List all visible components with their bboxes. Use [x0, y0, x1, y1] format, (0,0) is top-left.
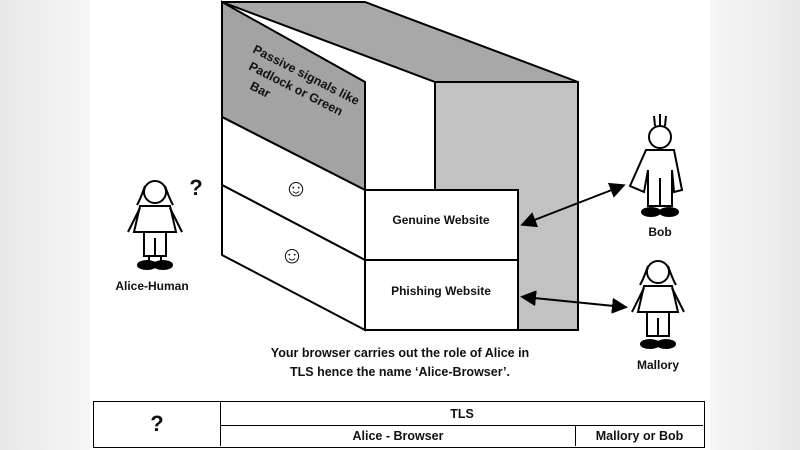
phishing-website-box [364, 259, 519, 331]
mallory-label: Mallory [637, 358, 679, 372]
browser-box: Passive signals like Padlock or Green Ba… [221, 0, 579, 332]
alice-human-figure [127, 180, 183, 270]
table-alice-browser-cell: Alice - Browser [221, 426, 576, 446]
lower-smiley-icon: ☺ [280, 242, 305, 269]
bob-figure [628, 114, 684, 217]
right-background-fade [710, 0, 800, 450]
genuine-website-box [364, 189, 519, 261]
upper-smiley-icon: ☺ [284, 175, 309, 202]
table-tls-header: TLS [221, 402, 703, 426]
caption-line2: TLS hence the name ‘Alice-Browser’. [290, 365, 510, 379]
phishing-website-label: Phishing Website [391, 284, 491, 298]
mallory-figure [631, 260, 685, 349]
table-question-cell: ? [94, 402, 221, 446]
left-background-fade [0, 0, 90, 450]
caption-line1: Your browser carries out the role of Ali… [270, 346, 530, 360]
bob-label: Bob [648, 225, 671, 239]
alice-question-mark: ? [189, 175, 202, 200]
roles-table: ? TLS Alice - Browser Mallory or Bob [93, 401, 705, 448]
alice-human-label: Alice-Human [115, 279, 188, 293]
bob-genuine-arrow [520, 182, 626, 228]
genuine-website-label: Genuine Website [392, 213, 489, 227]
mallory-phishing-arrow [520, 290, 628, 314]
table-mallory-or-bob-cell: Mallory or Bob [595, 429, 684, 443]
caption: Your browser carries out the role of Ali… [200, 344, 600, 382]
